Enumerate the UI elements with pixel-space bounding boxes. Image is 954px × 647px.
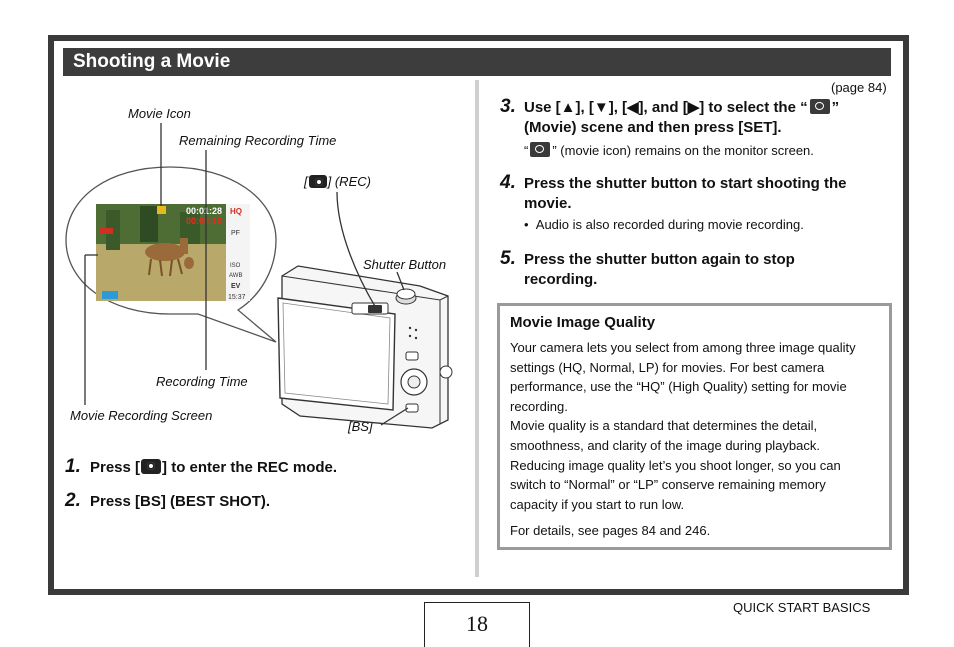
body-line: performance, use the “HQ” (High Quality)… (510, 379, 847, 395)
camera-diagram: 00:01:28 00:00:10 HQ PF ISO AWB EV 15:37 (65, 123, 453, 429)
camera-icon (308, 175, 327, 188)
lcd-screen (96, 204, 250, 301)
step-3-line-1: Use [▲], [▼], [◀], and [▶] to select the… (524, 99, 840, 116)
section-header: Shooting a Movie (63, 48, 891, 76)
body-line: smoothness, and clarity of the image dur… (510, 437, 821, 453)
lcd-time-bottom: 00:00:10 (186, 216, 222, 226)
step-4-bullet: • Audio is also recorded during movie re… (524, 217, 804, 232)
body-line: settings (HQ, Normal, LP) for movies. Fo… (510, 359, 825, 375)
label-recording-time: Recording Time (156, 374, 248, 389)
step-5-line-2: recording. (524, 271, 598, 288)
step-4-line-1: Press the shutter button to start shooti… (524, 175, 847, 192)
step-1-number: 1. (65, 456, 81, 477)
label-shutter-button: Shutter Button (363, 257, 447, 272)
label-bs: [BS] (348, 419, 373, 434)
camera-icon (141, 459, 162, 474)
lcd-icon-ev: EV (231, 283, 241, 290)
body-line: capacity if you start to run low. (510, 496, 685, 512)
body-line: Movie quality is a standard that determi… (510, 418, 818, 434)
lcd-icon-awb: AWB (229, 273, 242, 279)
section-title: Shooting a Movie (73, 51, 231, 72)
lcd-icon-iso: ISO (230, 263, 241, 269)
movie-quality-box: Movie Image Quality Your camera lets you… (497, 303, 892, 550)
bullet-dot-icon: • (524, 217, 536, 232)
step-3-number: 3. (500, 96, 516, 117)
step-4-number: 4. (500, 172, 516, 193)
movie-scene-icon (809, 99, 830, 114)
movie-quality-body: Your camera lets you select from among t… (510, 338, 882, 514)
body-line: switch to “Normal” or “LP” conserve rema… (510, 477, 826, 493)
step-3-line-2: (Movie) scene and then press [SET]. (524, 119, 782, 136)
leader-lines (84, 123, 409, 426)
label-remaining-time: Remaining Recording Time (179, 133, 337, 148)
lcd-icon-pf: PF (231, 230, 240, 237)
section-footer: QUICK START BASICS (733, 600, 871, 615)
page-number: 18 (466, 611, 488, 636)
step-1-text: Press [] to enter the REC mode. (90, 459, 338, 476)
page-number-box: 18 (424, 602, 530, 647)
body-line: Your camera lets you select from among t… (510, 340, 856, 355)
label-movie-screen: Movie Recording Screen (70, 408, 213, 423)
step-3-note: “” (movie icon) remains on the monitor s… (524, 142, 814, 158)
lcd-clock: 15:37 (228, 294, 246, 301)
step-5-number: 5. (500, 248, 516, 269)
movie-quality-footer: For details, see pages 84 and 246. (510, 523, 711, 538)
label-movie-icon: Movie Icon (128, 106, 191, 121)
step-2-text: Press [BS] (BEST SHOT). (90, 493, 271, 510)
movie-scene-icon (530, 142, 551, 157)
lcd-time-top: 00:01:28 (186, 206, 222, 216)
step-5-line-1: Press the shutter button again to stop (524, 251, 795, 268)
step-4-line-2: movie. (524, 195, 572, 212)
camera-body (277, 265, 453, 429)
body-line: recording. (510, 398, 568, 414)
movie-quality-title: Movie Image Quality (510, 314, 656, 331)
page-reference: (page 84) (831, 80, 887, 95)
label-rec-button: [] (REC) (304, 174, 371, 189)
column-divider (475, 80, 479, 577)
step-2-number: 2. (65, 490, 81, 511)
body-line: Reducing image quality let’s you shoot l… (510, 457, 841, 473)
lcd-icon-hq: HQ (230, 207, 242, 216)
